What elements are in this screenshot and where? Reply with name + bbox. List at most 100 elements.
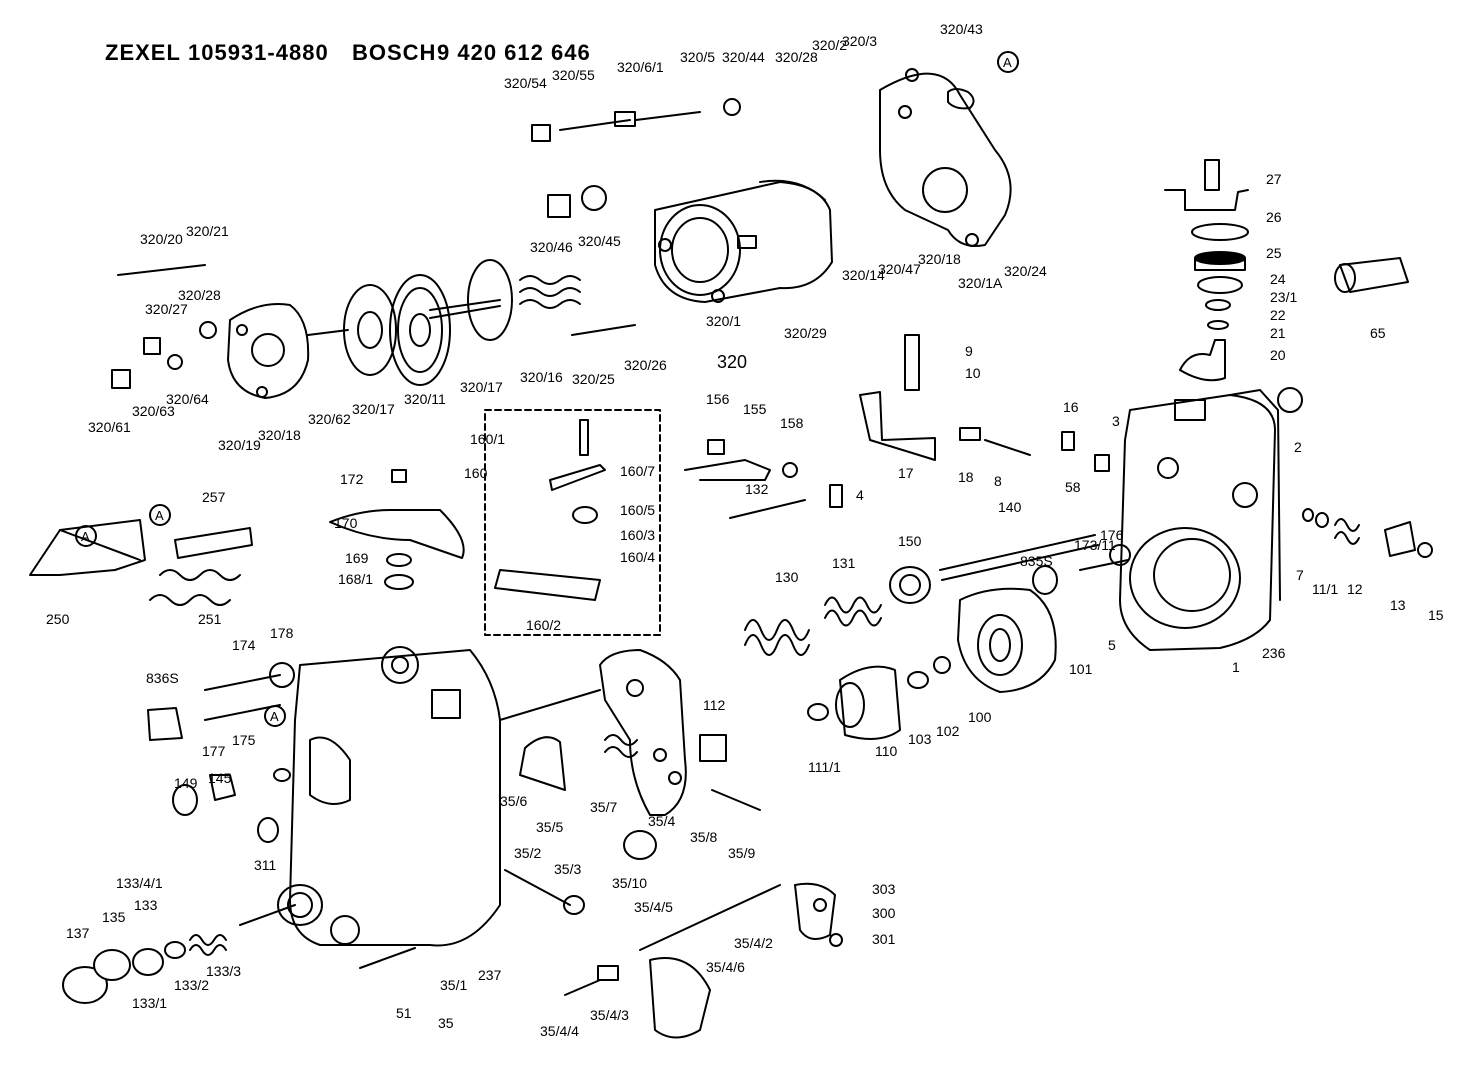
callout-label: 112 xyxy=(703,697,726,713)
callout-label: 23/1 xyxy=(1270,289,1297,305)
assembly-number-320: 320 xyxy=(717,352,747,372)
callout-label: 320/17 xyxy=(460,379,503,395)
header-maker-zexel: ZEXEL xyxy=(105,40,181,65)
callout-label: 100 xyxy=(968,709,992,725)
callout-label: 320/6/1 xyxy=(617,59,664,75)
callout-label: 250 xyxy=(46,611,70,627)
callout-label: 10 xyxy=(965,365,981,381)
callout-label: 25 xyxy=(1266,245,1282,261)
callout-label: 3 xyxy=(1112,413,1120,429)
callout-label: 22 xyxy=(1270,307,1286,323)
callout-label: 320/19 xyxy=(218,437,261,453)
callout-label: 320/1 xyxy=(706,313,741,329)
callout-label: 2 xyxy=(1294,439,1302,455)
callout-label: 35/1 xyxy=(440,977,467,993)
callout-label: 160/5 xyxy=(620,502,655,518)
header-maker-bosch: BOSCH xyxy=(352,40,437,65)
callout-label: 133 xyxy=(134,897,158,913)
callout-label: 303 xyxy=(872,881,896,897)
accessory-box-160 xyxy=(484,409,661,636)
callout-label: 145 xyxy=(208,770,232,786)
callout-label: 137 xyxy=(66,925,90,941)
callout-label: 320/3 xyxy=(842,33,877,49)
callout-label: 320/17 xyxy=(352,401,395,417)
callout-label: 35/4/4 xyxy=(540,1023,579,1039)
callout-label: 58 xyxy=(1065,479,1081,495)
callout-label: 320/26 xyxy=(624,357,667,373)
callout-label: 160/1 xyxy=(470,431,505,447)
callout-label: 172 xyxy=(340,471,364,487)
callout-label: 27 xyxy=(1266,171,1282,187)
pressure-valve-133 xyxy=(62,904,296,1004)
callout-label: 133/4/1 xyxy=(116,875,163,891)
cover-end-plate xyxy=(111,98,741,399)
callout-label: 168/1 xyxy=(338,571,373,587)
callout-label: 111/1 xyxy=(808,759,841,775)
callout-label: 9 xyxy=(965,343,973,359)
callout-label: 301 xyxy=(872,931,896,947)
callout-label: 320/29 xyxy=(784,325,827,341)
callout-label: 133/3 xyxy=(206,963,241,979)
callout-label: 320/16 xyxy=(520,369,563,385)
callout-label: 110 xyxy=(875,743,898,759)
callout-label: 18 xyxy=(958,469,974,485)
governor-cover-plate xyxy=(879,68,1012,247)
callout-label: 236 xyxy=(1262,645,1286,661)
callout-label: 65 xyxy=(1370,325,1386,341)
callout-label: 35/9 xyxy=(728,845,755,861)
callout-label: 257 xyxy=(202,489,226,505)
callout-label: 320/25 xyxy=(572,371,615,387)
circle-marker-letter: A xyxy=(155,508,164,523)
callout-label: 320/61 xyxy=(88,419,131,435)
callout-label: 35/6 xyxy=(500,793,527,809)
callout-label: 35 xyxy=(438,1015,454,1031)
drive-shaft-140 xyxy=(889,534,1099,604)
coupling-110 xyxy=(807,656,951,740)
callout-label: 132 xyxy=(745,481,769,497)
callout-label: 24 xyxy=(1270,271,1286,287)
callout-label: 320/28 xyxy=(178,287,221,303)
circle-markers xyxy=(75,51,1019,727)
callout-label: 320/63 xyxy=(132,403,175,419)
callout-label: 140 xyxy=(998,499,1022,515)
callout-label: 35/7 xyxy=(590,799,617,815)
callout-label: 133/1 xyxy=(132,995,167,1011)
left-side-parts xyxy=(147,662,295,843)
callout-label: 160/3 xyxy=(620,527,655,543)
callout-label: 16 xyxy=(1063,399,1079,415)
callout-label: 160 xyxy=(464,465,488,481)
callout-label: 160/2 xyxy=(526,617,561,633)
callout-label: 1 xyxy=(1232,659,1240,675)
circle-marker-letter: A xyxy=(270,709,279,724)
callout-label: 174 xyxy=(232,637,256,653)
callout-label: 102 xyxy=(936,723,960,739)
callout-label: 320/11 xyxy=(404,391,446,407)
callout-label: 173/11 xyxy=(1074,537,1116,553)
filter-sleeve-65 xyxy=(1334,257,1409,293)
callout-label: 35/4/5 xyxy=(634,899,673,915)
callout-label: 156 xyxy=(706,391,730,407)
governor-cover-housing xyxy=(654,179,833,303)
callout-label: 101 xyxy=(1069,661,1093,677)
callout-label: 320/64 xyxy=(166,391,209,407)
callout-label: 300 xyxy=(872,905,896,921)
callout-label: 237 xyxy=(478,967,502,983)
callout-label: 35/10 xyxy=(612,875,647,891)
callout-label: 149 xyxy=(174,775,198,791)
header-part-number-bosch: 9 420 612 646 xyxy=(437,40,591,65)
callout-label: 35/8 xyxy=(690,829,717,845)
callout-label: 160/4 xyxy=(620,549,655,565)
springs-130-131 xyxy=(744,596,882,656)
callout-label: 21 xyxy=(1270,325,1286,341)
callout-label: 103 xyxy=(908,731,932,747)
callout-label: 311 xyxy=(254,857,277,873)
callout-label: 51 xyxy=(396,1005,412,1021)
lever-170 xyxy=(329,469,465,590)
callout-label: 320/54 xyxy=(504,75,547,91)
callout-label: 20 xyxy=(1270,347,1286,363)
callout-label: 170 xyxy=(334,515,358,531)
diaphragm-stack xyxy=(343,259,581,386)
bracket-250-springs-251 xyxy=(29,519,253,606)
callout-label: 320/2 xyxy=(812,37,847,53)
callout-label: 836S xyxy=(146,670,179,686)
